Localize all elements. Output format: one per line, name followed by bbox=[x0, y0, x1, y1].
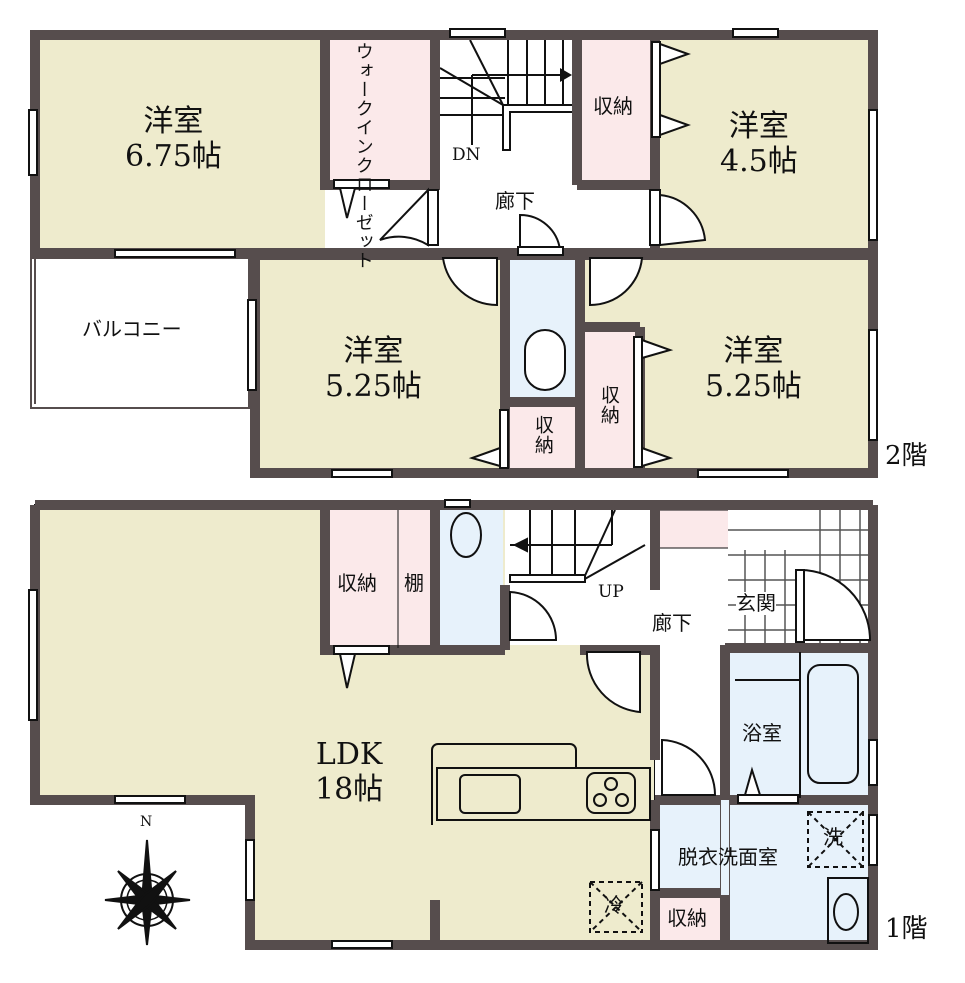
storage-top bbox=[582, 38, 652, 183]
toilet-1f bbox=[438, 510, 503, 650]
shelf-label: 棚 bbox=[404, 571, 424, 595]
fridge-space bbox=[589, 881, 643, 933]
storage-small bbox=[510, 405, 578, 470]
room-western-525-left bbox=[255, 260, 503, 472]
storage-small-label: 収納 bbox=[531, 415, 554, 455]
floor-1-label: 1階 bbox=[885, 914, 928, 944]
washroom-label: 脱衣洗面室 bbox=[678, 845, 778, 869]
storage-shelf-1f bbox=[330, 510, 430, 650]
storage-wash-label: 収納 bbox=[667, 906, 707, 930]
entrance-label: 玄関 bbox=[736, 591, 776, 615]
storage-1f-label: 収納 bbox=[337, 571, 377, 595]
walk-in-closet bbox=[330, 38, 430, 183]
storage-right-label: 収納 bbox=[597, 385, 620, 425]
compass-icon bbox=[104, 839, 191, 946]
compass-north-label: N bbox=[140, 814, 153, 830]
floor-2-label: 2階 bbox=[885, 441, 928, 471]
room-western-675 bbox=[35, 35, 325, 250]
room-western-525-right bbox=[640, 260, 873, 472]
hallway-1f-label: 廊下 bbox=[652, 611, 692, 635]
hallway-2f-label: 廊下 bbox=[495, 189, 535, 213]
bathroom-label: 浴室 bbox=[742, 721, 782, 745]
balcony-label: バルコニー bbox=[82, 317, 182, 341]
stairs-up-label: UP bbox=[598, 582, 624, 602]
storage-right bbox=[585, 330, 637, 470]
storage-top-label: 収納 bbox=[593, 94, 633, 118]
washer-space bbox=[807, 811, 864, 868]
walk-in-closet-label: ウォークインクローゼット bbox=[352, 42, 374, 270]
stairs-dn-label: DN bbox=[452, 145, 481, 165]
washer-label: 洗 bbox=[823, 825, 843, 849]
fridge-label: 冷 bbox=[604, 893, 624, 917]
